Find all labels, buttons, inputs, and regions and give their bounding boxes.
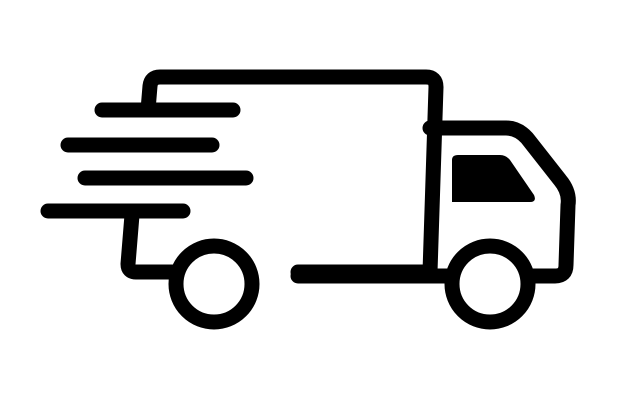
cargo-box — [120, 69, 444, 280]
cab — [290, 120, 576, 284]
cab-window — [452, 155, 535, 202]
front-wheel — [444, 238, 536, 330]
speed-lines — [40, 102, 254, 219]
rear-wheel — [168, 238, 260, 330]
